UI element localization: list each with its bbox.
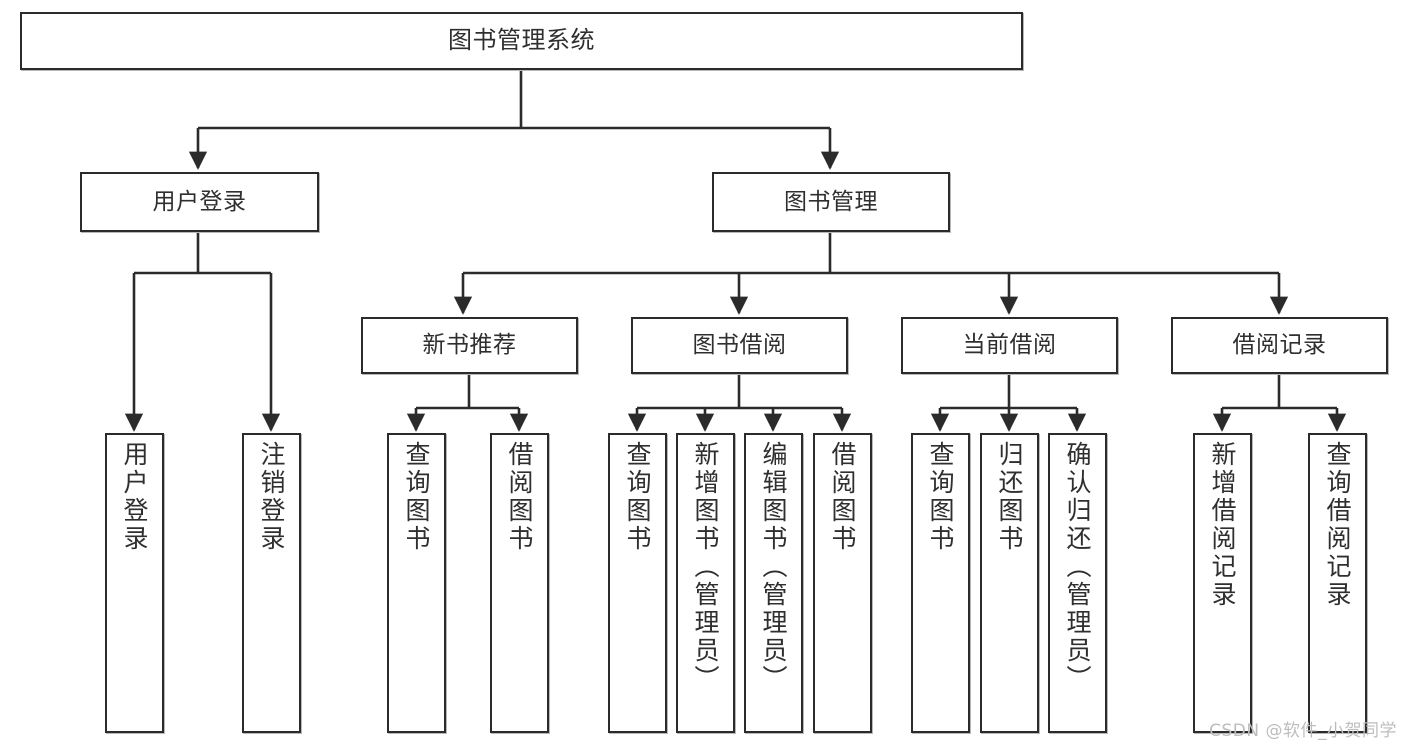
node-book-borrow[interactable]: 图书借阅 [631,317,848,374]
node-label: 图书管理系统 [448,26,595,55]
leaf-add-book-admin[interactable]: 新增图书（管理员） [676,433,735,733]
node-label: 当前借阅 [962,332,1057,359]
node-label: 图书借阅 [692,332,787,359]
node-label: 编辑图书（管理员） [759,441,788,693]
leaf-borrow-book-borrow[interactable]: 借阅图书 [813,433,872,733]
node-user-login[interactable]: 用户登录 [80,172,319,232]
leaf-query-book-borrow[interactable]: 查询图书 [608,433,667,733]
node-label: 新增借阅记录 [1208,441,1237,609]
node-current-borrow[interactable]: 当前借阅 [901,317,1118,374]
node-label: 查询图书 [623,441,652,553]
node-label: 用户登录 [152,188,247,215]
leaf-confirm-return-admin[interactable]: 确认归还（管理员） [1048,433,1107,733]
node-label: 查询图书 [402,441,431,553]
leaf-add-borrow-record[interactable]: 新增借阅记录 [1193,433,1252,733]
node-borrow-record[interactable]: 借阅记录 [1171,317,1388,374]
node-label: 图书管理 [784,188,878,215]
node-label: 注销登录 [257,441,286,553]
node-label: 新增图书（管理员） [691,441,720,693]
node-label: 用户登录 [120,441,149,553]
leaf-edit-book-admin[interactable]: 编辑图书（管理员） [744,433,803,733]
leaf-user-login[interactable]: 用户登录 [105,433,164,733]
node-new-book-recommend[interactable]: 新书推荐 [361,317,578,374]
leaf-query-book-recommend[interactable]: 查询图书 [387,433,446,733]
leaf-query-borrow-record[interactable]: 查询借阅记录 [1308,433,1367,733]
leaf-borrow-book-recommend[interactable]: 借阅图书 [490,433,549,733]
node-label: 确认归还（管理员） [1063,441,1092,693]
leaf-return-book[interactable]: 归还图书 [980,433,1039,733]
node-label: 归还图书 [995,441,1024,553]
csdn-watermark: CSDN @软件_小贺同学 [1209,721,1397,741]
leaf-query-book-current[interactable]: 查询图书 [911,433,970,733]
node-label: 借阅图书 [505,441,534,553]
node-book-management[interactable]: 图书管理 [712,172,950,232]
node-root-book-management-system[interactable]: 图书管理系统 [20,12,1023,70]
leaf-logout-login[interactable]: 注销登录 [242,433,301,733]
node-label: 查询借阅记录 [1323,441,1352,609]
node-label: 借阅图书 [828,441,857,553]
node-label: 借阅记录 [1232,332,1327,359]
node-label: 新书推荐 [422,332,517,359]
node-label: 查询图书 [926,441,955,553]
